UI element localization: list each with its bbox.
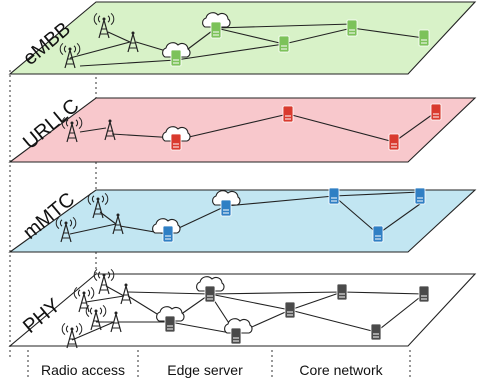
mmtc-server-3 xyxy=(328,187,340,205)
phy-tower-5 xyxy=(85,305,107,331)
phy-tower-4 xyxy=(61,323,83,349)
phy-tower-6 xyxy=(110,311,122,333)
phy-cloud-1 xyxy=(156,306,185,322)
phy-server-4 xyxy=(284,301,296,319)
urllc-server-2 xyxy=(282,105,294,123)
phy-tower-1 xyxy=(93,269,115,295)
region-label-edge-server: Edge server xyxy=(167,362,243,378)
phy-server-6 xyxy=(370,323,382,341)
embb-server-4 xyxy=(346,19,358,37)
urllc-server-1 xyxy=(170,133,182,151)
embb-cloud-2 xyxy=(202,12,231,28)
phy-tower-3 xyxy=(120,283,132,305)
embb-server-2 xyxy=(210,21,222,39)
layer-embb-plane xyxy=(8,1,477,75)
urllc-server-3 xyxy=(388,133,400,151)
phy-server-3 xyxy=(230,327,242,345)
phy-server-5 xyxy=(336,283,348,301)
embb-server-1 xyxy=(170,49,182,67)
mmtc-tower-main xyxy=(112,213,124,235)
layer-embb-links xyxy=(69,23,425,67)
layer-mmtc: mMTC xyxy=(8,188,477,253)
phy-server-2 xyxy=(204,285,216,303)
layer-embb: eMBB xyxy=(8,1,477,75)
region-labels: Radio access Edge server Core network xyxy=(41,362,384,378)
mmtc-tower-small xyxy=(87,193,109,219)
phy-server-1 xyxy=(164,315,176,333)
mmtc-server-2 xyxy=(220,199,232,217)
region-label-radio-access: Radio access xyxy=(41,362,125,378)
phy-cloud-2 xyxy=(196,276,225,292)
urllc-server-4 xyxy=(430,103,442,121)
mmtc-server-1 xyxy=(162,225,174,243)
urllc-tower-main xyxy=(104,119,116,141)
urllc-tower-small xyxy=(61,117,83,143)
embb-tower-small xyxy=(93,13,115,39)
layer-mmtc-plane xyxy=(8,189,477,253)
region-label-core-network: Core network xyxy=(299,362,383,378)
mmtc-cloud-2 xyxy=(212,190,241,206)
mmtc-server-5 xyxy=(414,187,426,205)
layer-phy-links xyxy=(71,285,425,341)
phy-server-7 xyxy=(418,285,430,303)
embb-server-3 xyxy=(278,35,290,53)
embb-tower-main xyxy=(127,31,139,53)
embb-server-5 xyxy=(418,29,430,47)
mmtc-server-4 xyxy=(372,225,384,243)
layer-urllc-links xyxy=(79,111,437,143)
mmtc-tower-left xyxy=(55,217,77,243)
embb-tower-left xyxy=(59,43,81,69)
layer-urllc-plane xyxy=(8,97,477,163)
network-nodes xyxy=(55,12,442,349)
